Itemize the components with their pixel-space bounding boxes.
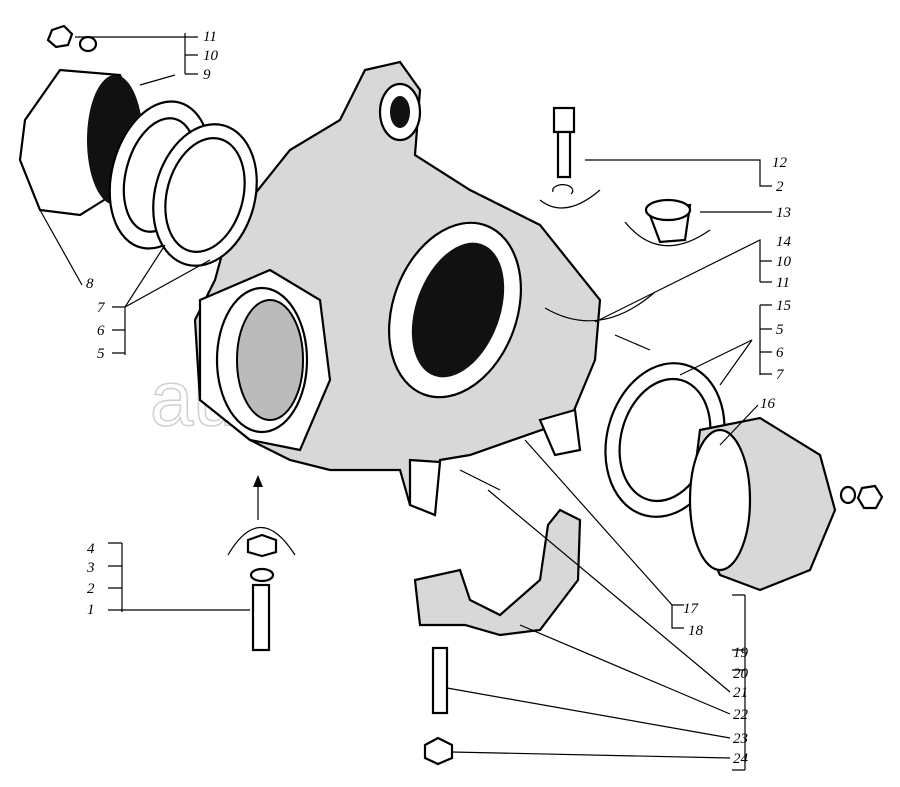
callout-label: 24 <box>733 751 749 767</box>
callout-label: 11 <box>776 275 790 291</box>
callout-label: 18 <box>688 623 704 639</box>
callout-label: 20 <box>733 666 749 682</box>
right-cover-part-16 <box>688 416 837 592</box>
clamp-parts-21-22 <box>413 508 582 637</box>
callout-label: 6 <box>97 323 105 339</box>
callout-label: 15 <box>776 298 792 314</box>
callout-label: 10 <box>203 48 219 64</box>
bolt-part-12 <box>539 106 601 209</box>
bushing-part-13 <box>624 198 711 247</box>
callout-label: 11 <box>203 29 217 45</box>
callout-label: 21 <box>733 685 748 701</box>
callout-label: 7 <box>97 300 106 316</box>
callout-label: 5 <box>97 346 105 362</box>
callout-label: 9 <box>203 67 211 83</box>
callout-label: 23 <box>733 731 748 747</box>
callout-label: 22 <box>733 707 749 723</box>
callout-label: 4 <box>87 541 95 557</box>
callout-label: 5 <box>776 322 784 338</box>
callout-label: 12 <box>772 155 788 171</box>
stud-part-23 <box>431 646 449 715</box>
stud-assembly-bottom-left <box>227 475 296 652</box>
nut-washer-right <box>839 484 884 510</box>
callout-label: 1 <box>87 602 95 618</box>
callout-label: 2 <box>87 581 95 597</box>
callout-label: 13 <box>776 205 791 221</box>
callout-label: 14 <box>776 234 792 250</box>
nut-washer-top-left <box>46 24 98 53</box>
callout-label: 19 <box>733 645 749 661</box>
callout-label: 6 <box>776 345 784 361</box>
callout-label: 16 <box>760 396 776 412</box>
callout-label: 3 <box>86 560 95 576</box>
left-gaskets <box>108 100 258 267</box>
steering-knuckle-housing <box>193 60 602 517</box>
callout-label: 8 <box>86 276 94 292</box>
callout-label: 10 <box>776 254 792 270</box>
callout-labels: 11 10 9 8 7 6 5 12 2 13 14 10 11 15 5 6 … <box>86 29 792 767</box>
callout-label: 17 <box>683 601 700 617</box>
callout-label: 2 <box>776 179 784 195</box>
leader-lines <box>39 33 772 771</box>
callout-label: 7 <box>776 367 785 383</box>
nut-part-24 <box>423 736 454 766</box>
